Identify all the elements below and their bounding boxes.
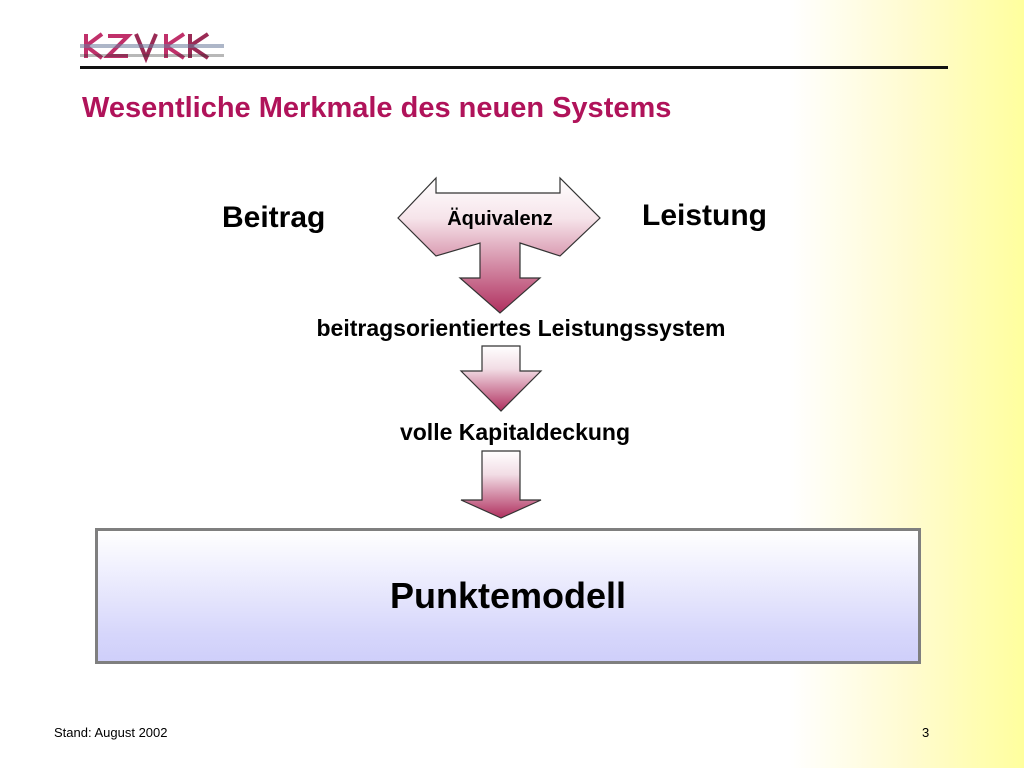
contribution-label: Beitrag [222,201,326,234]
equivalence-arrow [397,176,601,314]
benefit-label: Leistung [642,199,767,232]
system-label: beitragsorientiertes Leistungssystem [316,315,726,341]
funding-label: volle Kapitaldeckung [399,419,631,445]
down-arrow-1 [459,345,543,412]
footer-date: Stand: August 2002 [54,725,168,740]
header-rule [80,66,948,69]
result-box: Punktemodell [95,528,921,664]
equivalence-label: Äquivalenz [447,207,553,230]
company-logo [80,28,224,64]
slide-title: Wesentliche Merkmale des neuen Systems [82,92,672,124]
page-number: 3 [922,725,930,740]
result-label: Punktemodell [389,575,627,616]
down-arrow-2 [460,450,542,519]
